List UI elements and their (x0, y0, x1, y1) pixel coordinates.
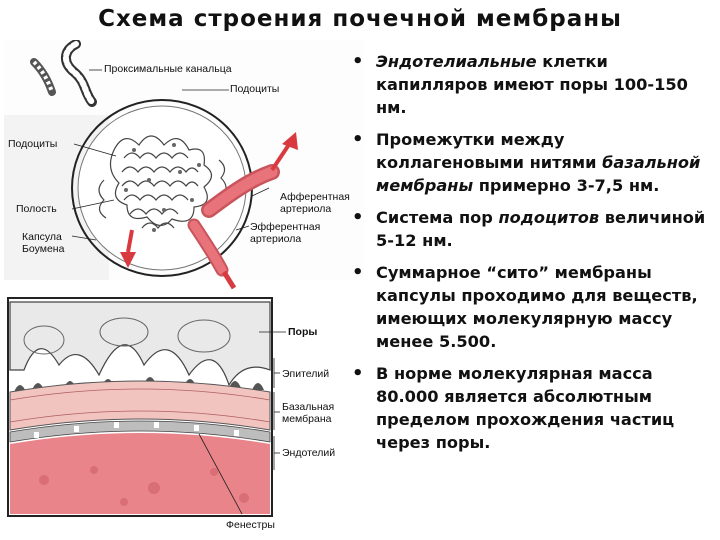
bullet-list: •Эндотелиальные клетки капилляров имеют … (352, 50, 712, 463)
label-basal-1: Базальная (282, 401, 334, 413)
label-proximal-tubules: Проксимальные канальца (104, 63, 232, 75)
label-afferent-2: артериола (280, 203, 331, 215)
label-efferent-2: артериола (250, 233, 301, 245)
label-podocytes-right: Подоциты (230, 83, 279, 95)
slide-title: Схема строения почечной мембраны (0, 6, 720, 32)
label-podocytes-left: Подоциты (8, 138, 57, 150)
label-endothelium: Эндотелий (282, 447, 335, 459)
label-epithelium: Эпителий (282, 368, 329, 380)
label-fenestrae: Фенестры (226, 519, 275, 531)
label-efferent-1: Эфферентная (250, 221, 320, 233)
bullet-item: •Эндотелиальные клетки капилляров имеют … (352, 50, 712, 119)
label-afferent-1: Афферентная (280, 191, 350, 203)
kidney-membrane-figure: Проксимальные канальца Подоциты Подоциты… (4, 40, 364, 535)
label-pores: Поры (288, 326, 317, 338)
membrane-section-diagram: Поры Эпителий Базальная мембрана Эндотел… (8, 298, 335, 531)
label-basal-2: мембрана (282, 413, 332, 425)
label-capsule-1: Капсула (22, 231, 62, 243)
glomerulus-diagram: Проксимальные канальца Подоциты Подоциты… (4, 40, 364, 288)
bullet-item: •Промежутки между коллагеновыми нитями б… (352, 128, 712, 197)
label-cavity: Полость (16, 203, 57, 215)
bullet-item: •В норме молекулярная масса 80.000 являе… (352, 362, 712, 454)
bullet-item: •Система пор подоцитов величиной 5-12 нм… (352, 206, 712, 252)
label-capsule-2: Боумена (22, 243, 65, 255)
bullet-item: •Суммарное “сито” мембраны капсулы прохо… (352, 261, 712, 353)
